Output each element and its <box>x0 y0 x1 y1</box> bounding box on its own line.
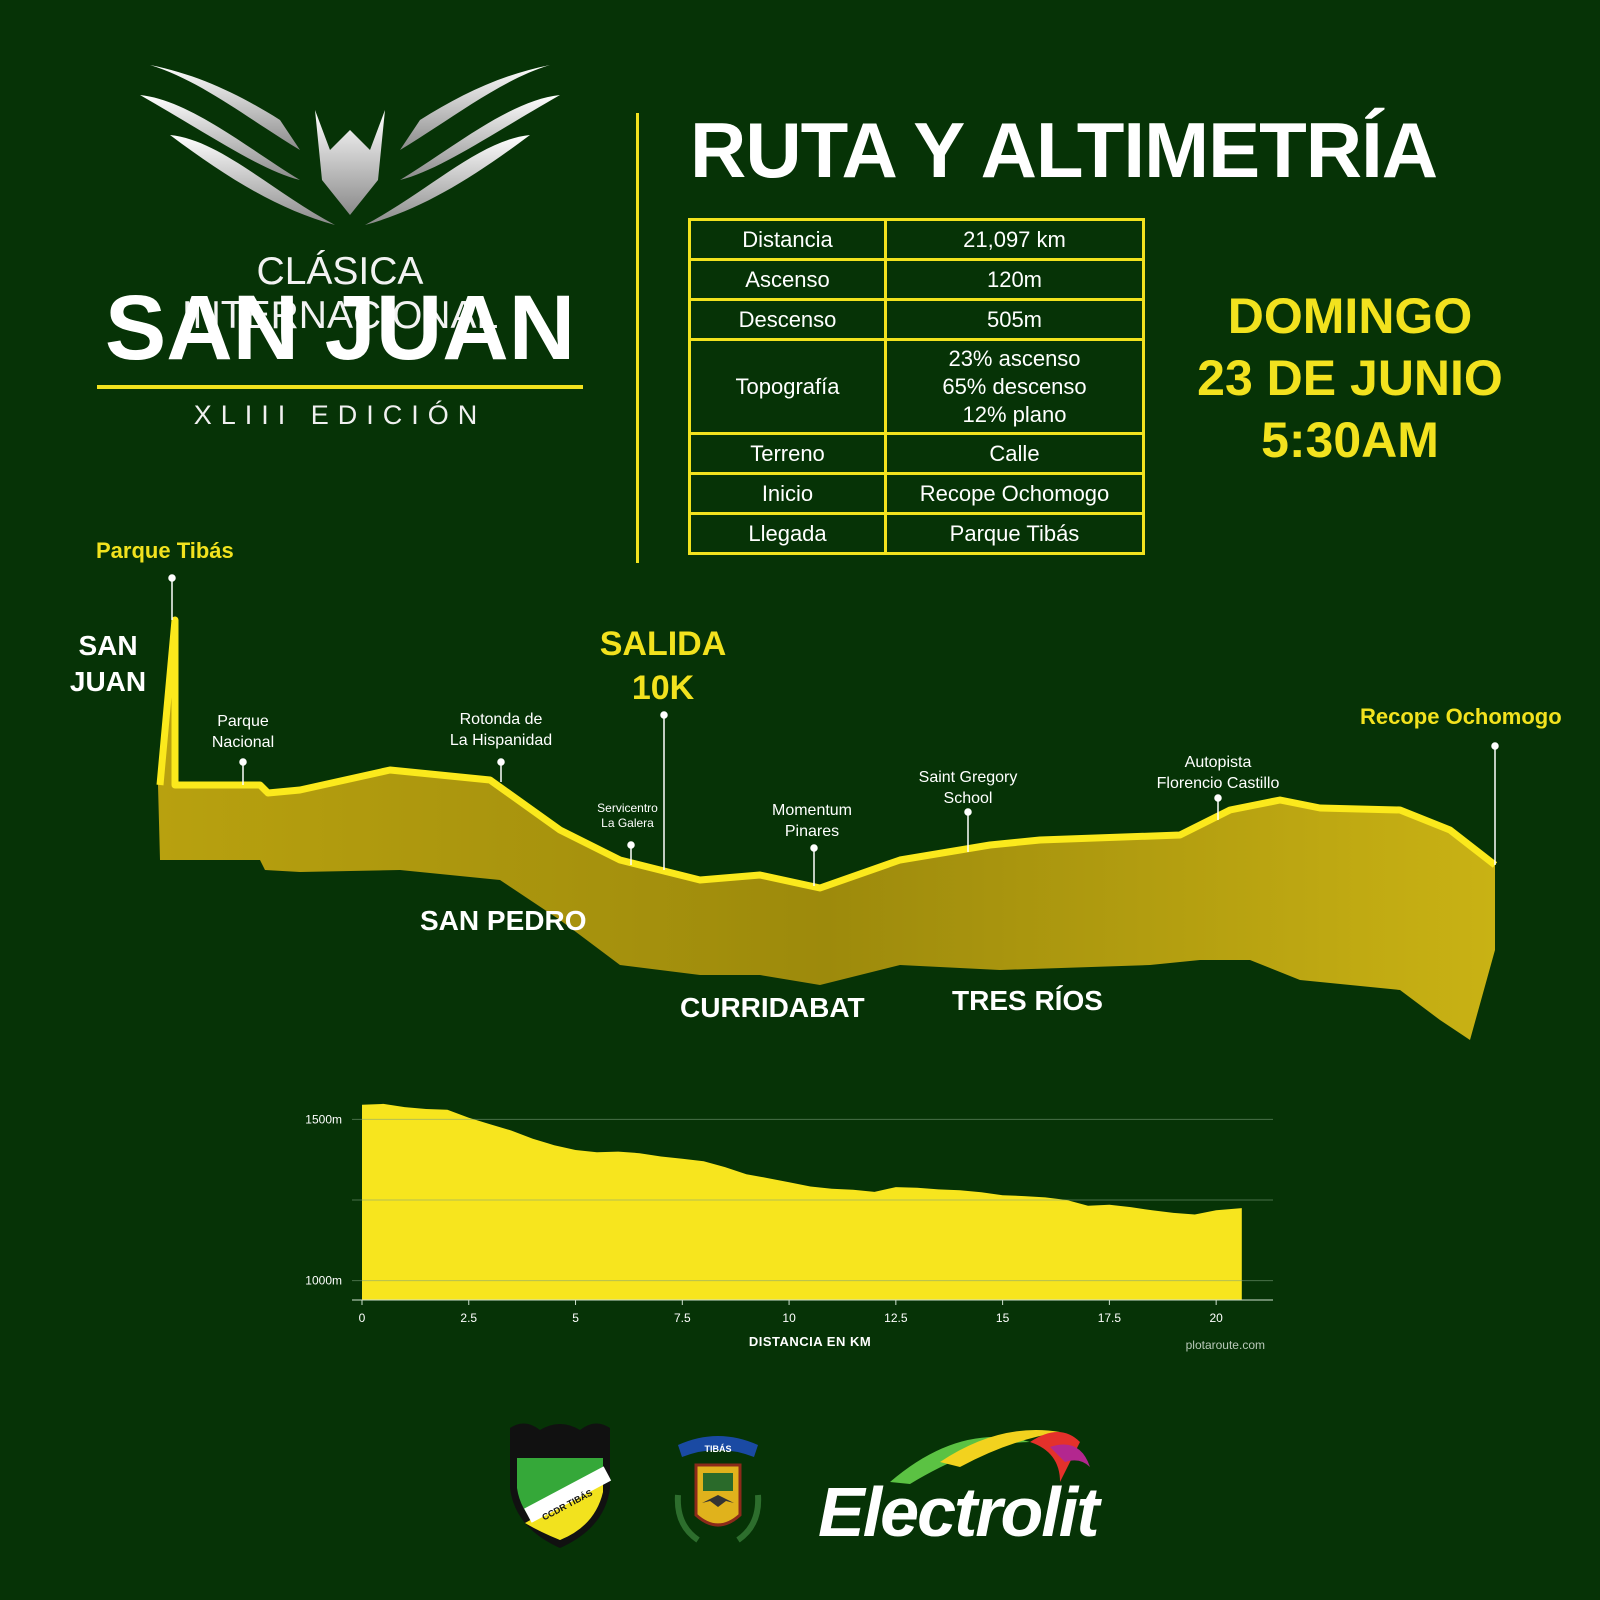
municipal-badge-text: TIBÁS <box>705 1444 732 1454</box>
landmark-line: Autopista <box>1184 754 1252 771</box>
landmark-line: Nacional <box>211 734 275 751</box>
logo-underline <box>97 385 583 389</box>
landmark-momentum: Momentum Pinares <box>752 800 872 842</box>
stats-table: Distancia 21,097 km Ascenso 120m Descens… <box>688 218 1145 555</box>
landmark-line: Servicentro <box>597 801 658 815</box>
elevation-area <box>362 1103 1242 1300</box>
event-edition: XLIII EDICIÓN <box>193 400 487 430</box>
stat-value: Recope Ochomogo <box>884 472 1145 515</box>
table-row: Terreno Calle <box>688 432 1145 475</box>
elevation-chart: 1500m 1000m 0 2.5 5 7.5 10 12.5 15 17.5 20 <box>305 1103 1273 1325</box>
x-tick-label: 7.5 <box>674 1311 691 1325</box>
place-san-juan-line2: JUAN <box>69 666 147 697</box>
date-block: DOMINGO 23 DE JUNIO 5:30AM <box>1180 285 1520 471</box>
x-tick-label: 15 <box>996 1311 1010 1325</box>
bat-logo <box>140 65 560 225</box>
y-tick-label: 1000m <box>305 1274 342 1288</box>
table-row: Descenso 505m <box>688 298 1145 341</box>
topography-line: 12% plano <box>962 401 1067 427</box>
landmark-saint-gregory: Saint Gregory School <box>898 767 1038 809</box>
x-tick-label: 10 <box>782 1311 796 1325</box>
vertical-divider <box>636 113 639 563</box>
date-date: 23 DE JUNIO <box>1197 350 1503 406</box>
start-10k-line2: 10K <box>631 669 695 707</box>
table-row: Inicio Recope Ochomogo <box>688 472 1145 515</box>
landmark-parque-nacional: Parque Nacional <box>193 711 293 753</box>
electrolit-logo: Electrolit <box>818 1473 1100 1551</box>
x-tick-label: 0 <box>359 1311 366 1325</box>
stat-label: Topografía <box>688 338 887 435</box>
stat-label: Distancia <box>688 218 887 261</box>
place-san-pedro: SAN PEDRO <box>420 905 587 936</box>
landmark-autopista: Autopista Florencio Castillo <box>1138 752 1298 794</box>
stat-value: 505m <box>884 298 1145 341</box>
landmark-rotonda: Rotonda de La Hispanidad <box>431 709 571 751</box>
landmark-line: Rotonda de <box>459 711 543 728</box>
place-curridabat: CURRIDABAT <box>680 992 865 1023</box>
landmark-line: Florencio Castillo <box>1156 775 1280 792</box>
landmark-line: School <box>943 790 993 807</box>
topography-line: 23% ascenso <box>948 345 1081 371</box>
ccdr-tibas-badge: CCDR TIBÁS <box>510 1423 612 1548</box>
stat-value: 21,097 km <box>884 218 1145 261</box>
landmark-line: Pinares <box>784 823 840 840</box>
stat-label: Inicio <box>688 472 887 515</box>
stat-value: Calle <box>884 432 1145 475</box>
x-tick-label: 20 <box>1209 1311 1223 1325</box>
x-tick-label: 5 <box>572 1311 579 1325</box>
start-label: Recope Ochomogo <box>1360 704 1562 729</box>
landmark-line: Saint Gregory <box>918 769 1018 786</box>
start-10k-line1: SALIDA <box>599 625 727 663</box>
landmark-servicentro: Servicentro La Galera <box>585 801 670 831</box>
stat-label: Terreno <box>688 432 887 475</box>
x-tick-label: 12.5 <box>884 1311 908 1325</box>
stat-value: 120m <box>884 258 1145 301</box>
route-profile-3d <box>156 574 1499 1040</box>
finish-label: Parque Tibás <box>96 538 234 563</box>
chart-credit: plotaroute.com <box>1185 1338 1265 1352</box>
place-tres-rios: TRES RÍOS <box>952 985 1103 1016</box>
table-row: Distancia 21,097 km <box>688 218 1145 261</box>
landmark-line: Parque <box>217 713 269 730</box>
stat-label: Descenso <box>688 298 887 341</box>
event-main-title: SAN JUAN <box>104 277 576 379</box>
stat-value: Parque Tibás <box>884 512 1145 555</box>
landmark-line: La Hispanidad <box>449 732 553 749</box>
stat-value: 23% ascenso 65% descenso 12% plano <box>884 338 1145 435</box>
municipal-crest: TIBÁS <box>674 1436 762 1543</box>
table-row: Topografía 23% ascenso 65% descenso 12% … <box>688 338 1145 435</box>
landmark-line: Momentum <box>771 802 853 819</box>
x-tick-label: 17.5 <box>1098 1311 1122 1325</box>
stat-label: Ascenso <box>688 258 887 301</box>
date-time: 5:30AM <box>1261 412 1439 468</box>
table-row: Llegada Parque Tibás <box>688 512 1145 555</box>
landmark-line: La Galera <box>601 816 654 830</box>
start-10k-label: SALIDA 10K <box>588 622 738 710</box>
place-san-juan: SAN JUAN <box>68 628 148 700</box>
profile-wall <box>158 620 1495 1040</box>
table-row: Ascenso 120m <box>688 258 1145 301</box>
place-san-juan-line1: SAN <box>78 630 138 661</box>
x-tick-label: 2.5 <box>460 1311 477 1325</box>
date-day: DOMINGO <box>1227 288 1473 344</box>
chart-x-axis-label: DISTANCIA EN KM <box>748 1334 872 1349</box>
event-pre-title: CLÁSICA INTERNACIONAL <box>181 250 499 337</box>
stat-label: Llegada <box>688 512 887 555</box>
y-tick-label: 1500m <box>305 1112 342 1126</box>
page-title: RUTA Y ALTIMETRÍA <box>690 106 1438 194</box>
profile-route-line <box>156 616 1498 892</box>
topography-line: 65% descenso <box>942 373 1087 399</box>
electrolit-splash-icon <box>890 1430 1090 1484</box>
